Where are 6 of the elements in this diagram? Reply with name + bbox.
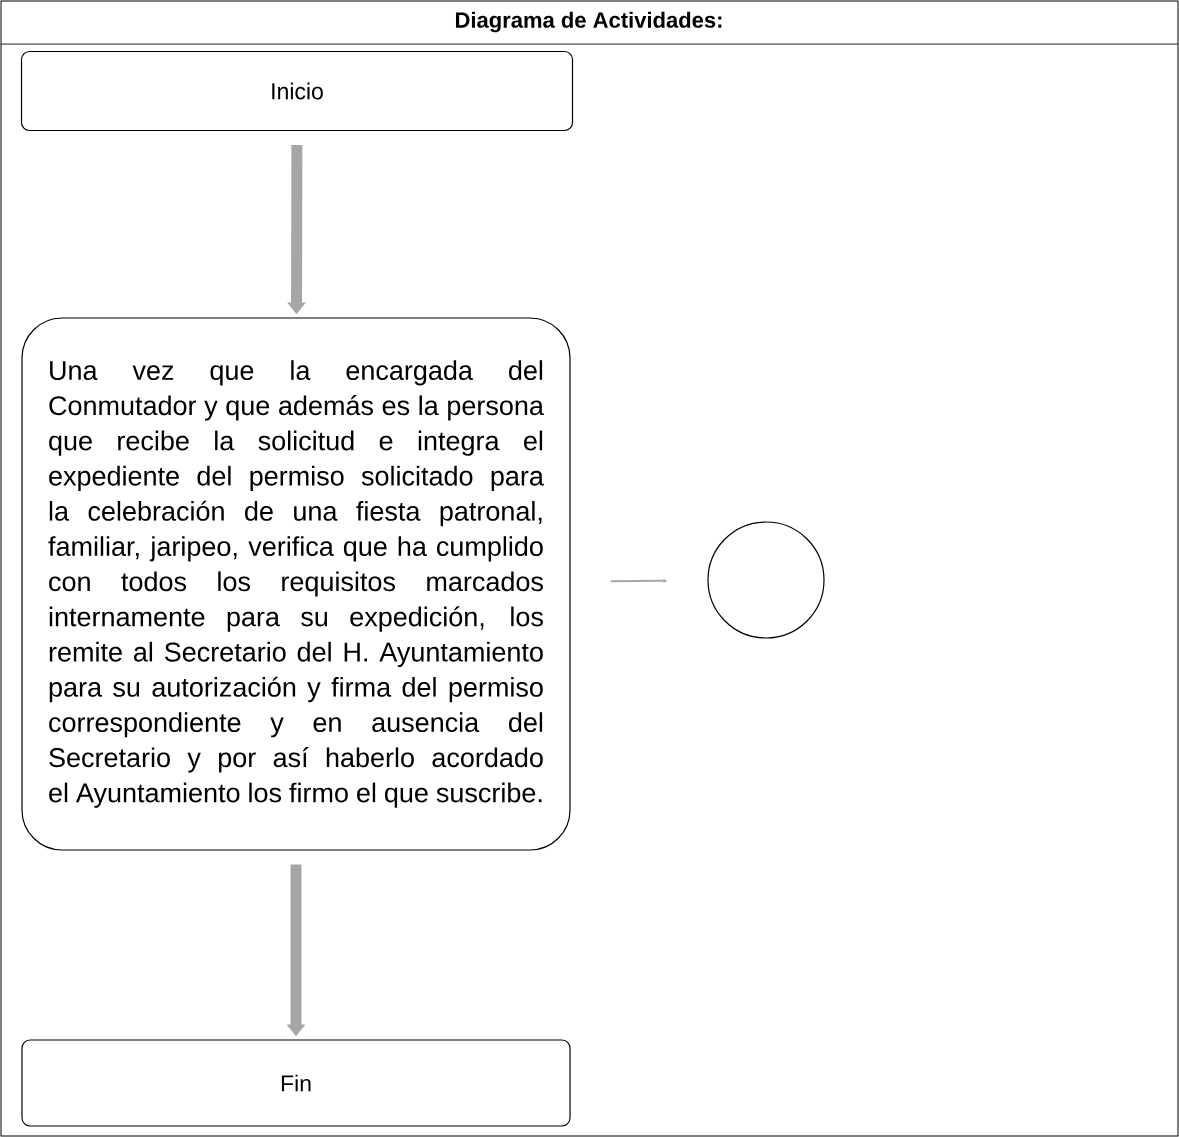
- title: Diagrama de Actividades:: [456, 11, 722, 33]
- terminal-box: Inicio: [20, 50, 574, 132]
- activity-box: Una vez que la encargada del Conmutador y que además es la persona que recibe la solicitud e integra el expediente del permiso solicitado para la celebración de una fiesta patronal, familiar, jaripeo, verifica que ha cumplido con todos los requisitos marcados internamente para su expedición, los remite al Secretario del H. Ayuntamiento para su autorización y firma del permiso correspondiente y en ausencia del Secretario y por así haberlo acordado el Ayuntamiento los firmo el que suscribe.: [21, 317, 571, 851]
- arrow: [609, 579, 667, 583]
- terminal-box: Fin: [21, 1039, 571, 1127]
- end-circle: [707, 521, 825, 639]
